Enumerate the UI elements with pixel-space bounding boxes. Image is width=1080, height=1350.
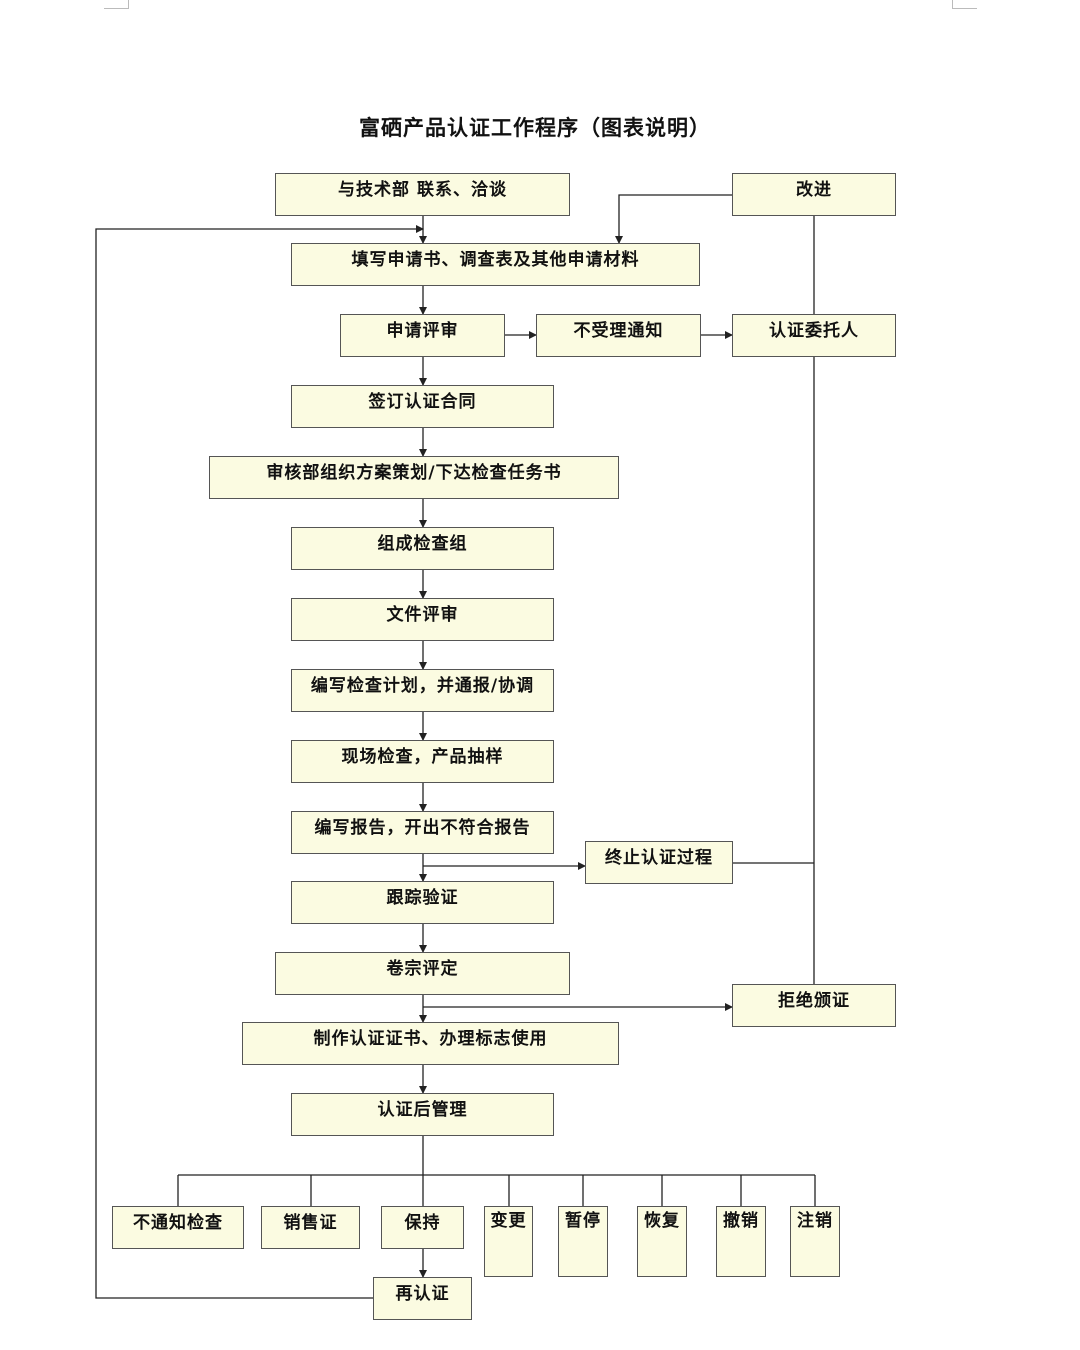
box-contact-technical-dept: 与技术部 联系、洽谈 — [275, 173, 570, 216]
box-post-certification-management: 认证后管理 — [291, 1093, 554, 1136]
page-title: 富硒产品认证工作程序（图表说明） — [359, 116, 711, 140]
box-maintain: 保持 — [381, 1206, 464, 1249]
box-certification-client: 认证委托人 — [732, 314, 896, 357]
arrow-improve-to-fill — [615, 194, 732, 244]
box-document-review: 文件评审 — [291, 598, 554, 641]
box-improve: 改进 — [732, 173, 896, 216]
page-corner-mark-right — [952, 0, 977, 9]
box-file-evaluation: 卷宗评定 — [275, 952, 570, 995]
box-fill-application: 填写申请书、调查表及其他申请材料 — [291, 243, 700, 286]
box-suspend: 暂停 — [558, 1206, 608, 1277]
box-form-inspection-team: 组成检查组 — [291, 527, 554, 570]
box-audit-planning: 审核部组织方案策划/下达检查任务书 — [209, 456, 619, 499]
box-sales-certificate: 销售证 — [261, 1206, 360, 1249]
box-restore: 恢复 — [637, 1206, 687, 1277]
box-terminate-certification: 终止认证过程 — [585, 841, 733, 884]
box-issue-certificate: 制作认证证书、办理标志使用 — [242, 1022, 619, 1065]
box-refuse-certificate: 拒绝颁证 — [732, 984, 896, 1027]
box-follow-up-verification: 跟踪验证 — [291, 881, 554, 924]
box-write-inspection-plan: 编写检查计划，并通报/协调 — [291, 669, 554, 712]
box-not-accepted-notice: 不受理通知 — [536, 314, 701, 357]
box-write-report: 编写报告，开出不符合报告 — [291, 811, 554, 854]
box-sign-contract: 签订认证合同 — [291, 385, 554, 428]
box-application-review: 申请评审 — [340, 314, 505, 357]
box-unannounced-inspection: 不通知检查 — [112, 1206, 244, 1249]
page-corner-mark-left — [104, 0, 129, 9]
box-onsite-inspection: 现场检查，产品抽样 — [291, 740, 554, 783]
box-withdraw: 撤销 — [716, 1206, 766, 1277]
box-cancel: 注销 — [790, 1206, 840, 1277]
box-recertification: 再认证 — [373, 1277, 472, 1320]
box-change: 变更 — [484, 1206, 533, 1277]
arrow-recert-loop-to-fill — [95, 225, 424, 1299]
